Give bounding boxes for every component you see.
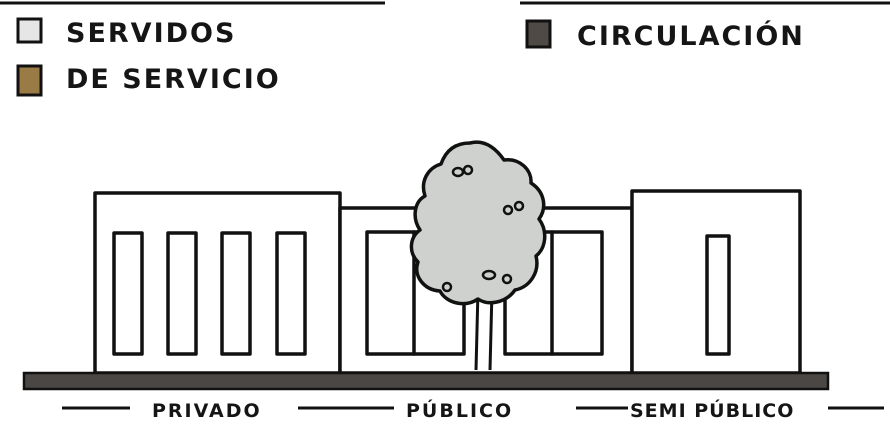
legend-swatch-servidos xyxy=(16,17,43,44)
private-window-4 xyxy=(275,231,307,356)
legend-label-servidos: SERVIDOS xyxy=(66,18,236,49)
leaf-mark-4 xyxy=(513,200,525,212)
semi-public-window xyxy=(705,234,731,356)
leaf-mark-6 xyxy=(481,269,497,281)
private-window-3 xyxy=(220,231,252,356)
ground-line xyxy=(22,371,830,391)
legend-swatch-de-servicio xyxy=(16,64,43,97)
private-window-2 xyxy=(166,231,198,356)
building xyxy=(93,189,802,375)
legend-label-circulacion: CIRCULACIÓN xyxy=(577,20,805,52)
leaf-mark-5 xyxy=(441,281,453,293)
legend-label-de-servicio: DE SERVICIO xyxy=(66,64,281,95)
legend-item-de-servicio: DE SERVICIO xyxy=(16,64,281,97)
zone-labels: PRIVADO PÚBLICO SEMI PÚBLICO xyxy=(62,398,884,422)
leaf-mark-7 xyxy=(501,273,513,285)
tree-leaf-marks xyxy=(441,164,525,293)
legend-item-servidos: SERVIDOS xyxy=(16,17,236,49)
leaf-mark-2 xyxy=(462,164,474,176)
legend-swatch-circulacion xyxy=(525,19,552,49)
zone-label-public: PÚBLICO xyxy=(406,398,513,422)
leaf-mark-1 xyxy=(451,166,465,178)
tree-foliage xyxy=(409,140,547,306)
tree xyxy=(409,140,547,371)
leaf-mark-3 xyxy=(502,204,514,216)
legend-item-circulacion: CIRCULACIÓN xyxy=(525,19,805,52)
zone-label-semi-public: SEMI PÚBLICO xyxy=(630,398,794,422)
legend: SERVIDOS DE SERVICIO CIRCULACIÓN xyxy=(16,17,805,97)
zone-label-private: PRIVADO xyxy=(152,400,262,422)
private-window-1 xyxy=(112,231,144,356)
